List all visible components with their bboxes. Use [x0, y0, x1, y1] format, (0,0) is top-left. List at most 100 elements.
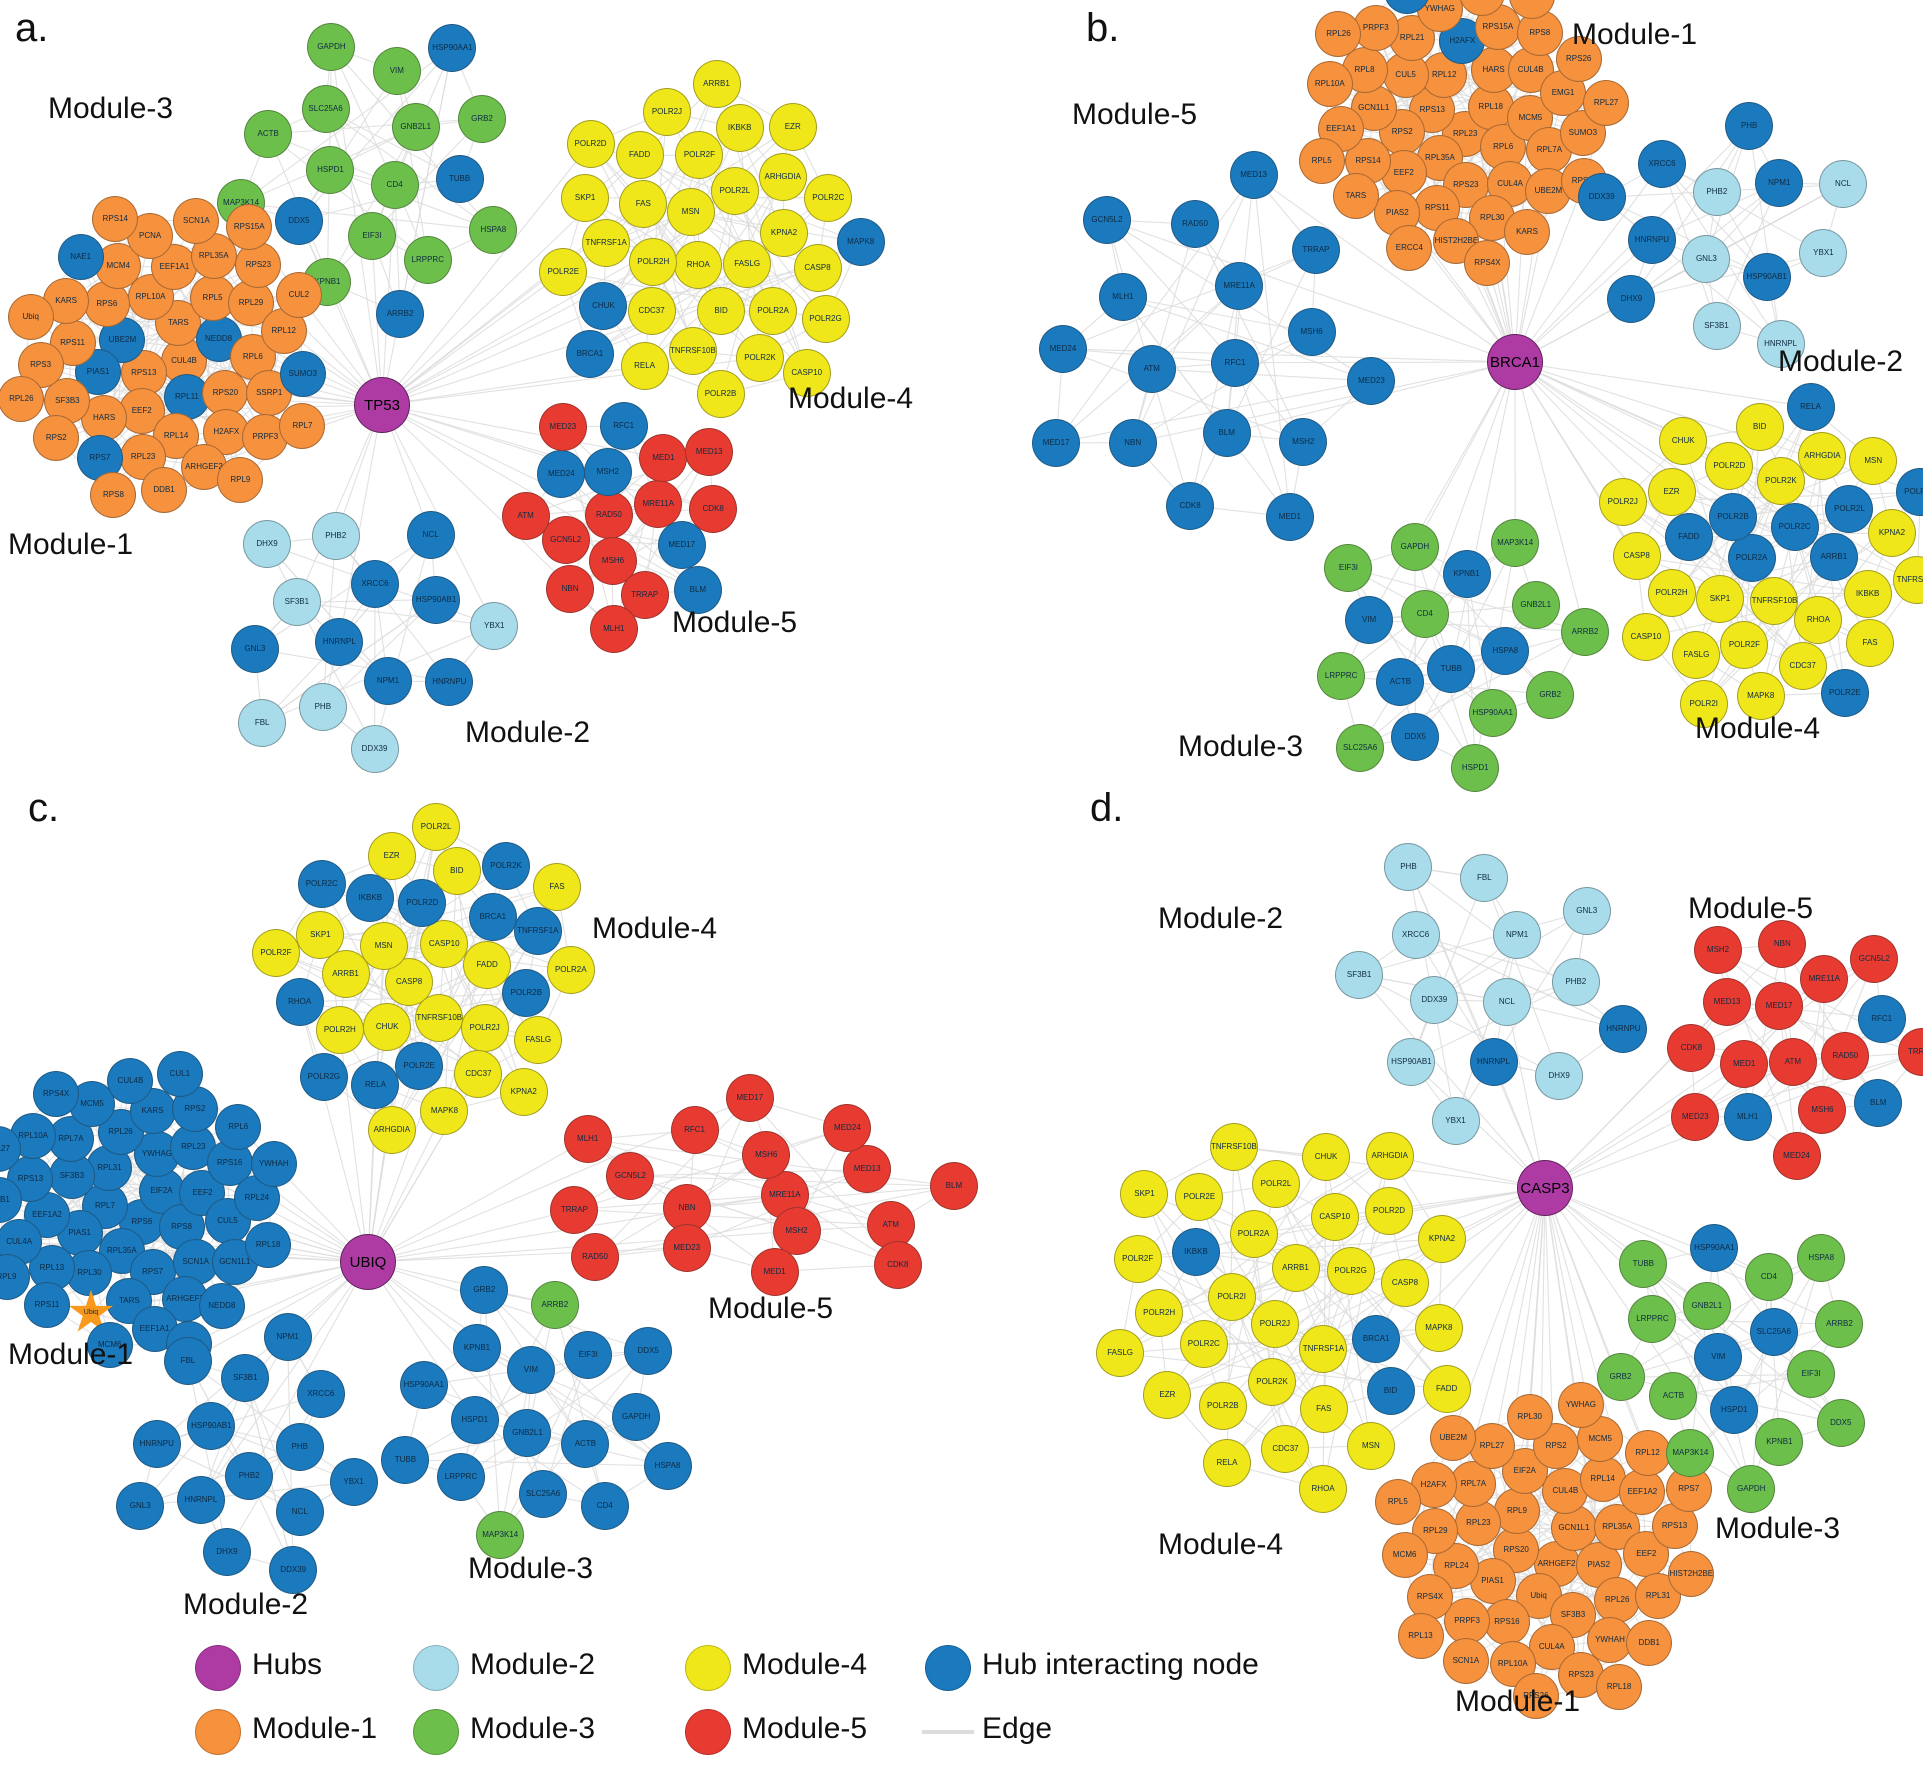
node-POLR2B[interactable]: POLR2B — [1198, 1382, 1247, 1431]
node-ARHGDIA[interactable]: ARHGDIA — [1798, 432, 1847, 481]
node-SLC25A6[interactable]: SLC25A6 — [1336, 723, 1385, 772]
node-POLR2H[interactable]: POLR2H — [629, 238, 678, 287]
node-MED1[interactable]: MED1 — [750, 1247, 799, 1296]
node-RPL13[interactable]: RPL13 — [1397, 1612, 1444, 1659]
node-FBL[interactable]: FBL — [163, 1337, 212, 1386]
node-RFC1[interactable]: RFC1 — [1857, 994, 1906, 1043]
node-MED13[interactable]: MED13 — [1229, 151, 1278, 200]
node-MED1[interactable]: MED1 — [1720, 1040, 1769, 1089]
node-RPL18[interactable]: RPL18 — [1596, 1663, 1643, 1710]
node-DDB1[interactable]: DDB1 — [141, 466, 188, 513]
node-MSN[interactable]: MSN — [666, 188, 715, 237]
node-GNL3[interactable]: GNL3 — [230, 624, 279, 673]
node-POLR2K[interactable]: POLR2K — [735, 333, 784, 382]
node-ARRB1[interactable]: ARRB1 — [1809, 533, 1858, 582]
node-VIM[interactable]: VIM — [506, 1345, 555, 1394]
node-SF3B1[interactable]: SF3B1 — [221, 1354, 270, 1403]
node-MSN[interactable]: MSN — [359, 922, 408, 971]
node-SCN1A[interactable]: SCN1A — [173, 198, 220, 245]
node-ARRB1[interactable]: ARRB1 — [321, 950, 370, 999]
node-CASP8[interactable]: CASP8 — [793, 243, 842, 292]
node-HNRNPU[interactable]: HNRNPU — [1627, 215, 1676, 264]
node-HSPA8[interactable]: HSPA8 — [643, 1441, 692, 1490]
node-HNRNPU[interactable]: HNRNPU — [425, 657, 474, 706]
node-RAD50[interactable]: RAD50 — [1171, 200, 1220, 249]
node-Ubiq[interactable]: Ubiq — [7, 293, 54, 340]
node-GAPDH[interactable]: GAPDH — [1390, 523, 1439, 572]
node-RPL29[interactable]: RPL29 — [1412, 1507, 1459, 1554]
node-POLR2E[interactable]: POLR2E — [1175, 1173, 1224, 1222]
node-MLH1[interactable]: MLH1 — [589, 604, 638, 653]
node-IKBKB[interactable]: IKBKB — [1171, 1228, 1220, 1277]
node-KARS[interactable]: KARS — [129, 1087, 176, 1134]
node-HIST2H2BE[interactable]: HIST2H2BE — [1668, 1551, 1715, 1598]
node-KPNB1[interactable]: KPNB1 — [453, 1324, 501, 1373]
node-ACTB[interactable]: ACTB — [1376, 658, 1425, 707]
node-BID[interactable]: BID — [1735, 402, 1784, 451]
node-CD4[interactable]: CD4 — [1744, 1253, 1793, 1302]
node-PHB2[interactable]: PHB2 — [1551, 957, 1600, 1006]
node-MCM6[interactable]: MCM6 — [86, 1322, 133, 1369]
node-CHUK[interactable]: CHUK — [579, 282, 628, 331]
node-CHUK[interactable]: CHUK — [1302, 1132, 1351, 1181]
node-MSH6[interactable]: MSH6 — [742, 1131, 791, 1180]
node-POLR2E[interactable]: POLR2E — [1820, 668, 1869, 717]
node-MED17[interactable]: MED17 — [1755, 982, 1804, 1031]
node-HSPA8[interactable]: HSPA8 — [1481, 627, 1530, 676]
node-LRPPRC[interactable]: LRPPRC — [1628, 1295, 1677, 1344]
node-HSP90AA1[interactable]: HSP90AA1 — [1690, 1223, 1739, 1272]
node-NAE1[interactable]: NAE1 — [57, 233, 104, 280]
node-BRCA1[interactable]: BRCA1 — [1352, 1314, 1401, 1363]
node-RAD50[interactable]: RAD50 — [584, 490, 633, 539]
node-HSPA8[interactable]: HSPA8 — [1797, 1234, 1846, 1283]
node-UBE2M[interactable]: UBE2M — [1430, 1415, 1477, 1462]
node-RELA[interactable]: RELA — [620, 342, 669, 390]
node-MSH6[interactable]: MSH6 — [1798, 1085, 1847, 1134]
node-RPS11[interactable]: RPS11 — [24, 1282, 70, 1328]
node-POLR2D[interactable]: POLR2D — [566, 119, 615, 168]
node-GRB2[interactable]: GRB2 — [460, 1266, 509, 1315]
node-ATM[interactable]: ATM — [1127, 344, 1176, 393]
node-POLR2A[interactable]: POLR2A — [749, 286, 798, 335]
node-DHX9[interactable]: DHX9 — [202, 1527, 251, 1576]
node-MSH2[interactable]: MSH2 — [1279, 417, 1328, 466]
node-IKBKB[interactable]: IKBKB — [715, 104, 764, 152]
node-POLR2G[interactable]: POLR2G — [299, 1052, 348, 1101]
node-RAD50[interactable]: RAD50 — [1821, 1031, 1870, 1080]
node-MAP3K14[interactable]: MAP3K14 — [476, 1510, 525, 1559]
node-POLR2L[interactable]: POLR2L — [1251, 1160, 1300, 1209]
node-POLR2B[interactable]: POLR2B — [696, 370, 745, 419]
node-TUBB[interactable]: TUBB — [1427, 644, 1476, 693]
node-NPM1[interactable]: NPM1 — [1493, 911, 1542, 960]
hub-TP53[interactable]: TP53 — [354, 377, 410, 433]
hub-CASP3[interactable]: CASP3 — [1517, 1160, 1573, 1216]
node-YBX1[interactable]: YBX1 — [1799, 229, 1848, 278]
node-POLR2C[interactable]: POLR2C — [1179, 1320, 1228, 1369]
node-FADD[interactable]: FADD — [463, 941, 512, 990]
node-MLH1[interactable]: MLH1 — [563, 1115, 612, 1164]
node-RPL7A[interactable]: RPL7A — [1450, 1461, 1497, 1508]
node-POLR2H[interactable]: POLR2H — [315, 1006, 364, 1055]
node-TNFRSF10B[interactable]: TNFRSF10B — [415, 994, 464, 1043]
node-MED17[interactable]: MED17 — [725, 1074, 774, 1123]
node-HSPD1[interactable]: HSPD1 — [306, 145, 355, 194]
node-MED13[interactable]: MED13 — [685, 427, 734, 476]
node-CD4[interactable]: CD4 — [1400, 589, 1449, 638]
node-PHB2[interactable]: PHB2 — [225, 1452, 274, 1501]
node-RPS2[interactable]: RPS2 — [33, 415, 80, 462]
node-HSP90AB1[interactable]: HSP90AB1 — [1742, 252, 1791, 301]
node-MED23[interactable]: MED23 — [1347, 356, 1396, 405]
node-MED23[interactable]: MED23 — [1671, 1092, 1720, 1141]
node-RPS15A[interactable]: RPS15A — [226, 204, 273, 250]
node-ATM[interactable]: ATM — [1768, 1037, 1817, 1086]
node-RAD50[interactable]: RAD50 — [571, 1233, 620, 1282]
node-CDC37[interactable]: CDC37 — [1778, 641, 1827, 690]
node-MRE11A[interactable]: MRE11A — [1215, 261, 1264, 310]
node-MED24[interactable]: MED24 — [823, 1103, 872, 1152]
node-DDX39[interactable]: DDX39 — [1577, 173, 1626, 222]
node-POLR2J[interactable]: POLR2J — [1598, 477, 1647, 526]
node-POLR2D[interactable]: POLR2D — [1705, 441, 1754, 490]
node-VIM[interactable]: VIM — [1694, 1332, 1743, 1381]
node-PRPF3[interactable]: PRPF3 — [1444, 1597, 1491, 1644]
node-EZR[interactable]: EZR — [367, 831, 416, 880]
